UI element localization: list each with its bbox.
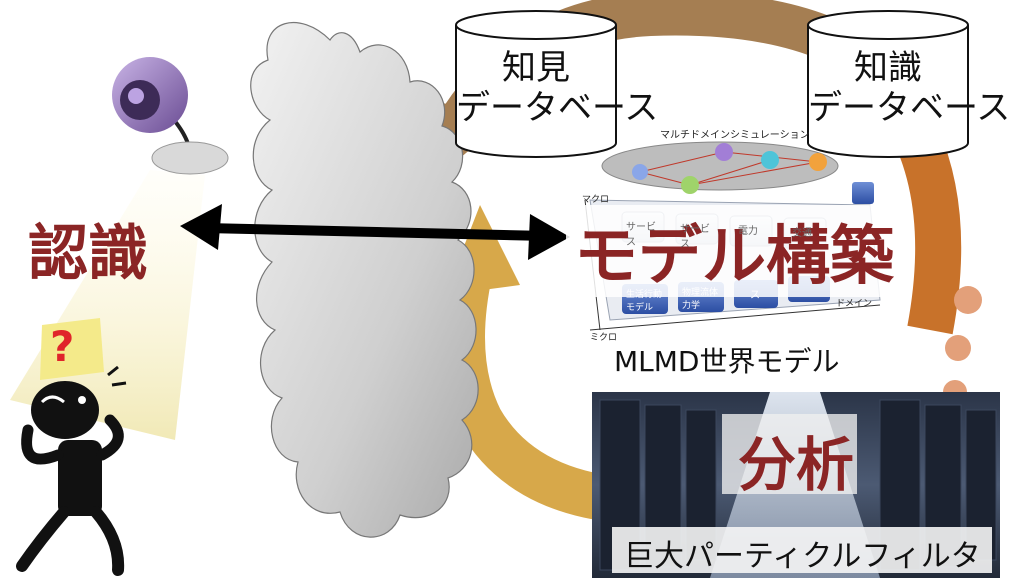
model-building-label: モデル構築 [566, 205, 902, 297]
question-mark: ? [50, 322, 75, 371]
analysis-label: 分析 [738, 431, 855, 499]
inset-axis-domain: ドメイン [836, 299, 873, 309]
inset-title: マルチドメインシミュレーション [660, 130, 810, 141]
inset-cell-5: 生活行動モデル [626, 290, 663, 313]
inset-cell-4: 交通 [792, 228, 812, 239]
confused-person-icon [16, 365, 127, 576]
database-2-line2: データベース [808, 88, 1011, 128]
inset-axis-micro: ミクロ [590, 333, 618, 343]
particle-filter-label: 巨大パーティクルフィルタ [624, 539, 981, 574]
recognition-label: 認識 [28, 219, 148, 289]
database-1-label: 知見 データベース [456, 48, 659, 128]
webcam-icon [112, 57, 229, 175]
inset-cell-1: サービス [626, 222, 656, 248]
inset-axis-macro: マクロ [582, 195, 610, 205]
inset-cell-3: 電力 [738, 226, 758, 237]
database-icon [455, 10, 617, 158]
inset-cell-7: ス [750, 290, 760, 301]
database-icon [807, 10, 969, 158]
database-2-line1: 知識 [854, 48, 922, 88]
double-arrow-icon [180, 204, 570, 260]
server-room-image [592, 392, 1000, 578]
database-1-line2: データベース [456, 88, 659, 128]
cloud-icon [250, 22, 479, 538]
question-note [40, 318, 104, 380]
database-1-line1: 知見 [502, 48, 570, 88]
inset-cell-6: 物理流体力学 [682, 288, 719, 311]
inset-cell-2: サービス [680, 224, 710, 250]
database-2-label: 知識 データベース [808, 48, 1011, 128]
world-model-label: MLMD世界モデル [614, 345, 840, 378]
